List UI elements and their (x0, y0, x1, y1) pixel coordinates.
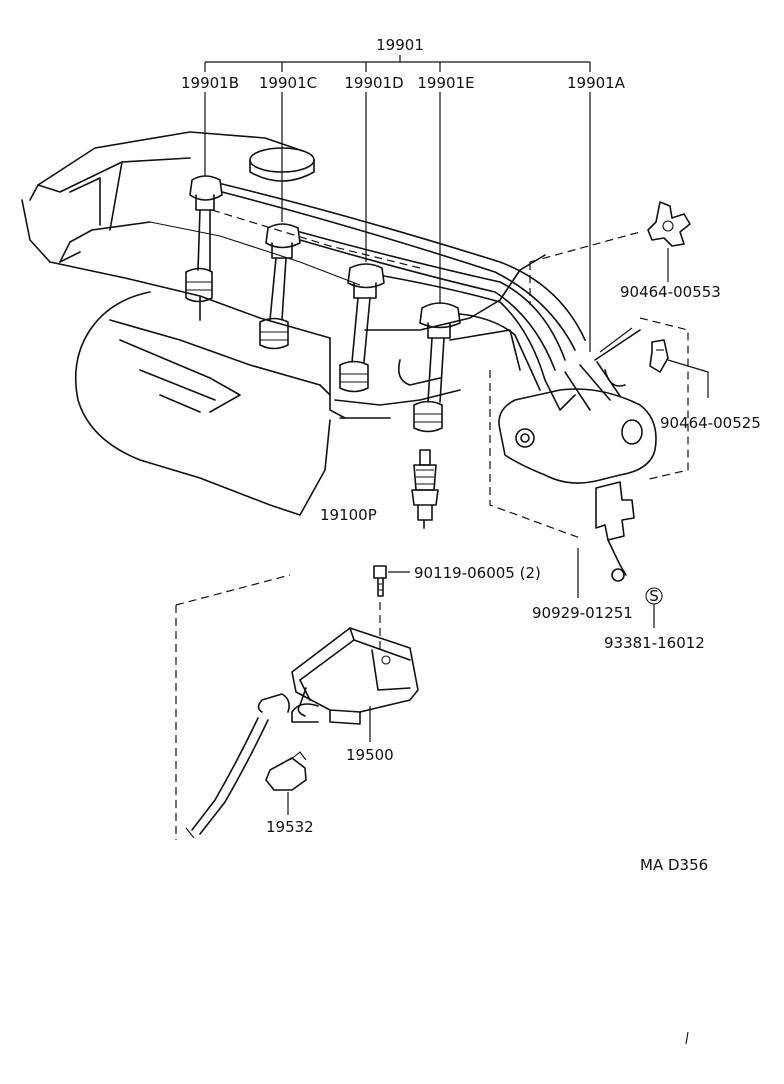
label-93381-16012: 93381-16012 (604, 634, 705, 652)
plug-cord-c (259, 223, 301, 350)
label-19901d: 19901D (344, 74, 403, 92)
label-90119-06005: 90119-06005 (2) (414, 564, 541, 582)
label-90929-01251: 90929-01251 (532, 604, 633, 622)
coil-cap (265, 751, 307, 815)
label-90464-00525: 90464-00525 (660, 414, 761, 432)
plug-cord-d (339, 263, 385, 393)
label-19901c: 19901C (259, 74, 317, 92)
bolt (373, 565, 410, 597)
distributor (498, 327, 657, 484)
engine-head (21, 131, 546, 516)
plug-cord-e (413, 302, 461, 433)
scan-mark (685, 1031, 689, 1045)
clamp-00525 (649, 339, 709, 398)
ignition-coil (291, 627, 419, 742)
s-marker: S (645, 587, 663, 628)
bracket-01251 (577, 481, 635, 598)
label-19901e: 19901E (417, 74, 474, 92)
part-labels: 19901 19901B 19901C 19901D 19901E 19901A… (181, 36, 761, 874)
figure-code: MA D356 (640, 856, 708, 874)
dashed-boundaries (175, 231, 689, 840)
label-19500: 19500 (346, 746, 394, 764)
s-marker-label: S (649, 587, 659, 605)
label-19100p: 19100P (320, 506, 377, 524)
label-19532: 19532 (266, 818, 314, 836)
cord-set-bracket (204, 55, 591, 352)
plug-cord-b (185, 175, 223, 303)
label-19901: 19901 (376, 36, 424, 54)
coil-lead (185, 693, 319, 839)
clamp-00553 (647, 201, 691, 282)
label-19901b: 19901B (181, 74, 239, 92)
cord-harness (211, 183, 586, 391)
label-90464-00553: 90464-00553 (620, 283, 721, 301)
spark-plug (411, 449, 439, 529)
label-19901a: 19901A (567, 74, 626, 92)
